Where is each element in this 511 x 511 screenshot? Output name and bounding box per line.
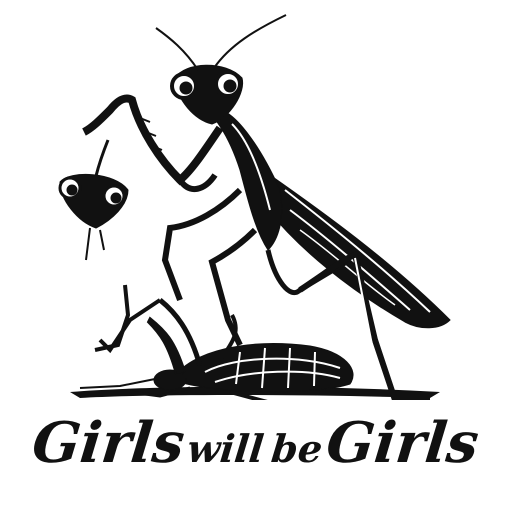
caption-word-will: will bbox=[185, 426, 266, 471]
severed-head bbox=[58, 139, 129, 261]
mantis bbox=[58, 14, 451, 400]
caption-word-be: be bbox=[269, 426, 325, 471]
slogan-text: GirlswillbeGirls bbox=[0, 408, 511, 478]
caption-word-girls-2: Girls bbox=[323, 410, 482, 476]
cockroach bbox=[79, 284, 354, 400]
caption-word-girls-1: Girls bbox=[29, 410, 188, 476]
mantis-illustration bbox=[58, 14, 451, 400]
